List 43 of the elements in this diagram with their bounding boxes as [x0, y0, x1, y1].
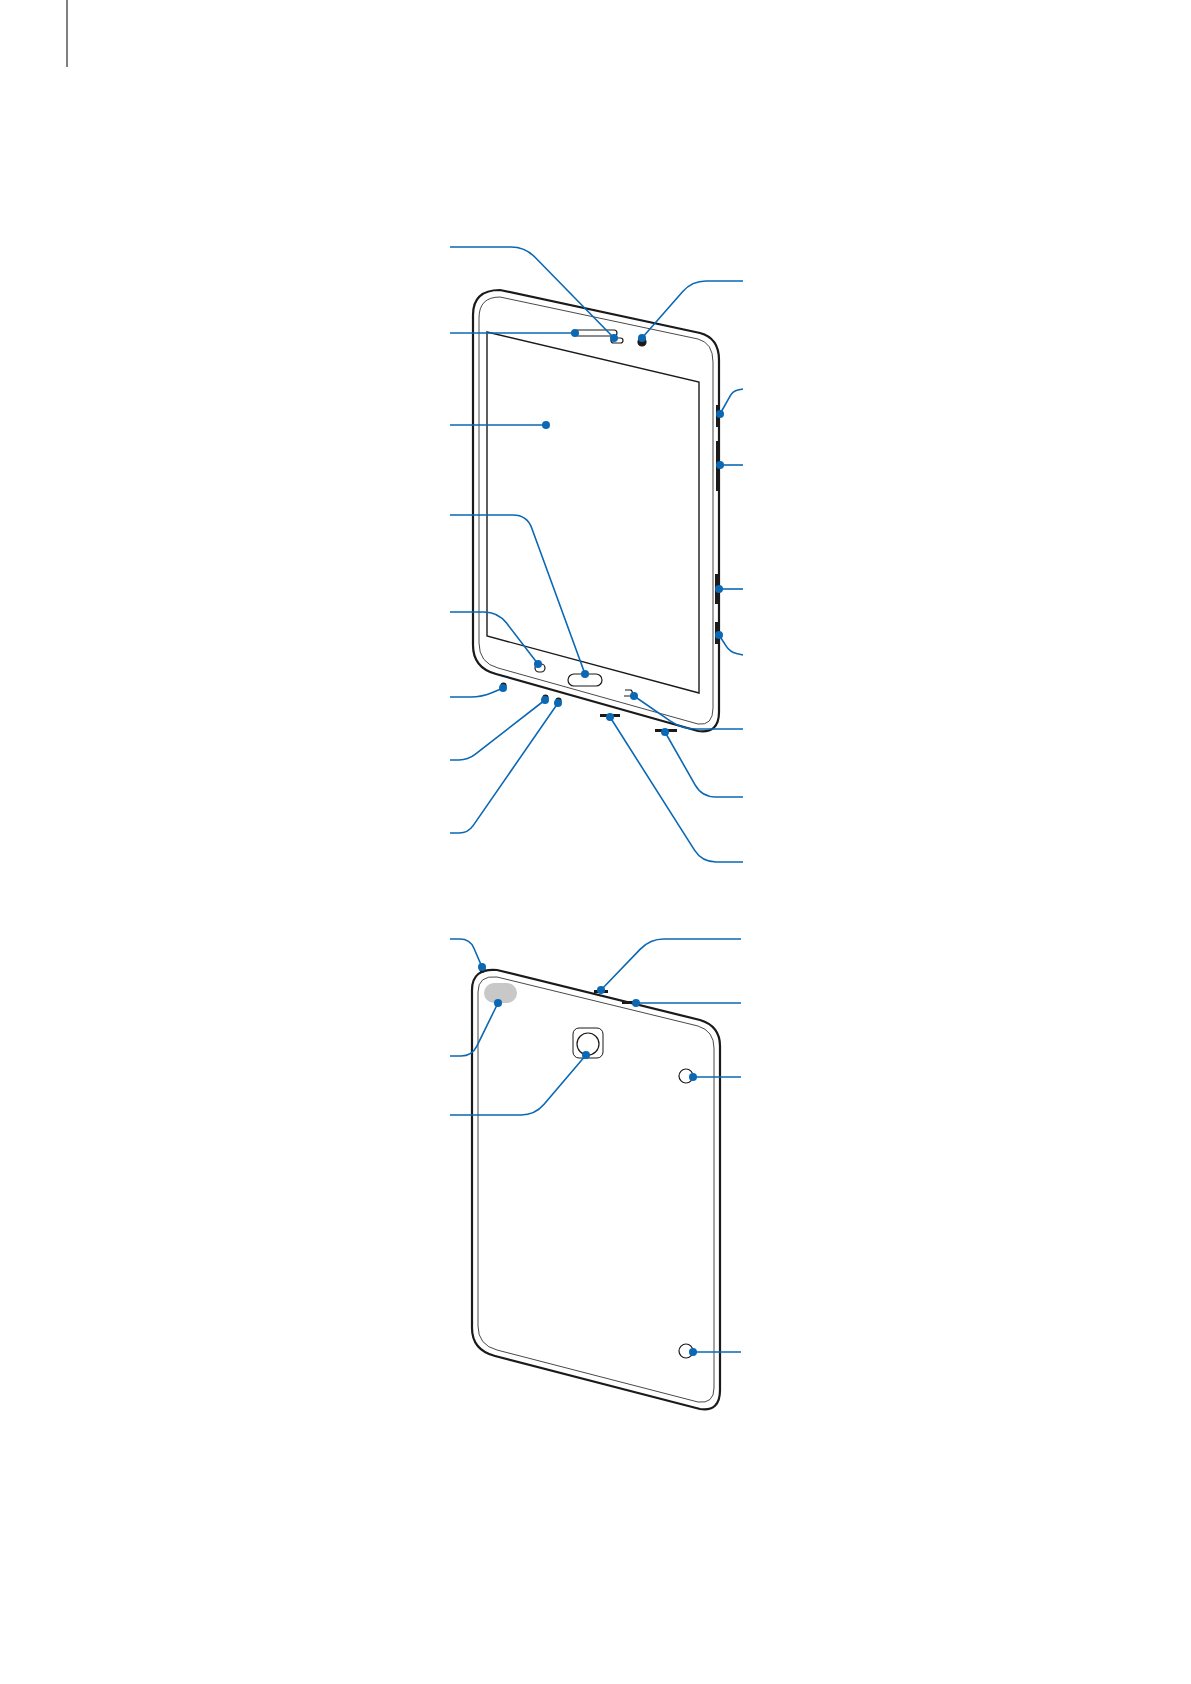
- speaker-grille: [574, 329, 618, 337]
- rear-camera-lens: [576, 1032, 600, 1056]
- touch-screen: [486, 331, 700, 694]
- antenna-area: [484, 983, 517, 1003]
- port-opening: [555, 697, 562, 704]
- leader-line: [449, 699, 562, 834]
- leader-line: [449, 696, 549, 761]
- leader-line: [716, 388, 744, 418]
- leader-line: [715, 631, 744, 656]
- side-button: [716, 405, 720, 427]
- recent-apps-key-icon: [534, 663, 546, 673]
- leader-line: [630, 692, 744, 730]
- speaker-opening: [655, 729, 677, 732]
- leader-line: [715, 585, 744, 593]
- leader-line: [689, 1073, 742, 1081]
- leader-line: [449, 611, 542, 668]
- ring-mark: [678, 1068, 694, 1084]
- connector-port: [600, 714, 620, 717]
- leader-line: [449, 938, 486, 971]
- leader-line: [449, 514, 589, 678]
- leader-line: [716, 461, 744, 469]
- leader-line: [661, 728, 744, 798]
- leader-line: [449, 1051, 590, 1116]
- leader-line: [449, 329, 579, 337]
- port-opening: [542, 694, 549, 701]
- microphone-hole: [500, 682, 507, 689]
- home-key: [567, 673, 603, 687]
- leader-line: [638, 280, 744, 342]
- leader-line: [689, 1348, 742, 1356]
- leader-line: [632, 999, 742, 1007]
- ring-mark: [678, 1343, 694, 1359]
- side-slot: [715, 622, 719, 644]
- card-slot: [715, 574, 719, 604]
- leader-line: [449, 421, 550, 429]
- leader-line: [449, 999, 502, 1057]
- volume-key: [716, 441, 720, 491]
- sensor-window: [610, 337, 624, 344]
- leader-line: [606, 713, 744, 863]
- leader-line: [449, 246, 618, 342]
- front-camera-lens: [637, 337, 647, 347]
- leader-line: [597, 938, 742, 994]
- leader-line: [449, 684, 507, 698]
- back-key-icon: [623, 689, 634, 697]
